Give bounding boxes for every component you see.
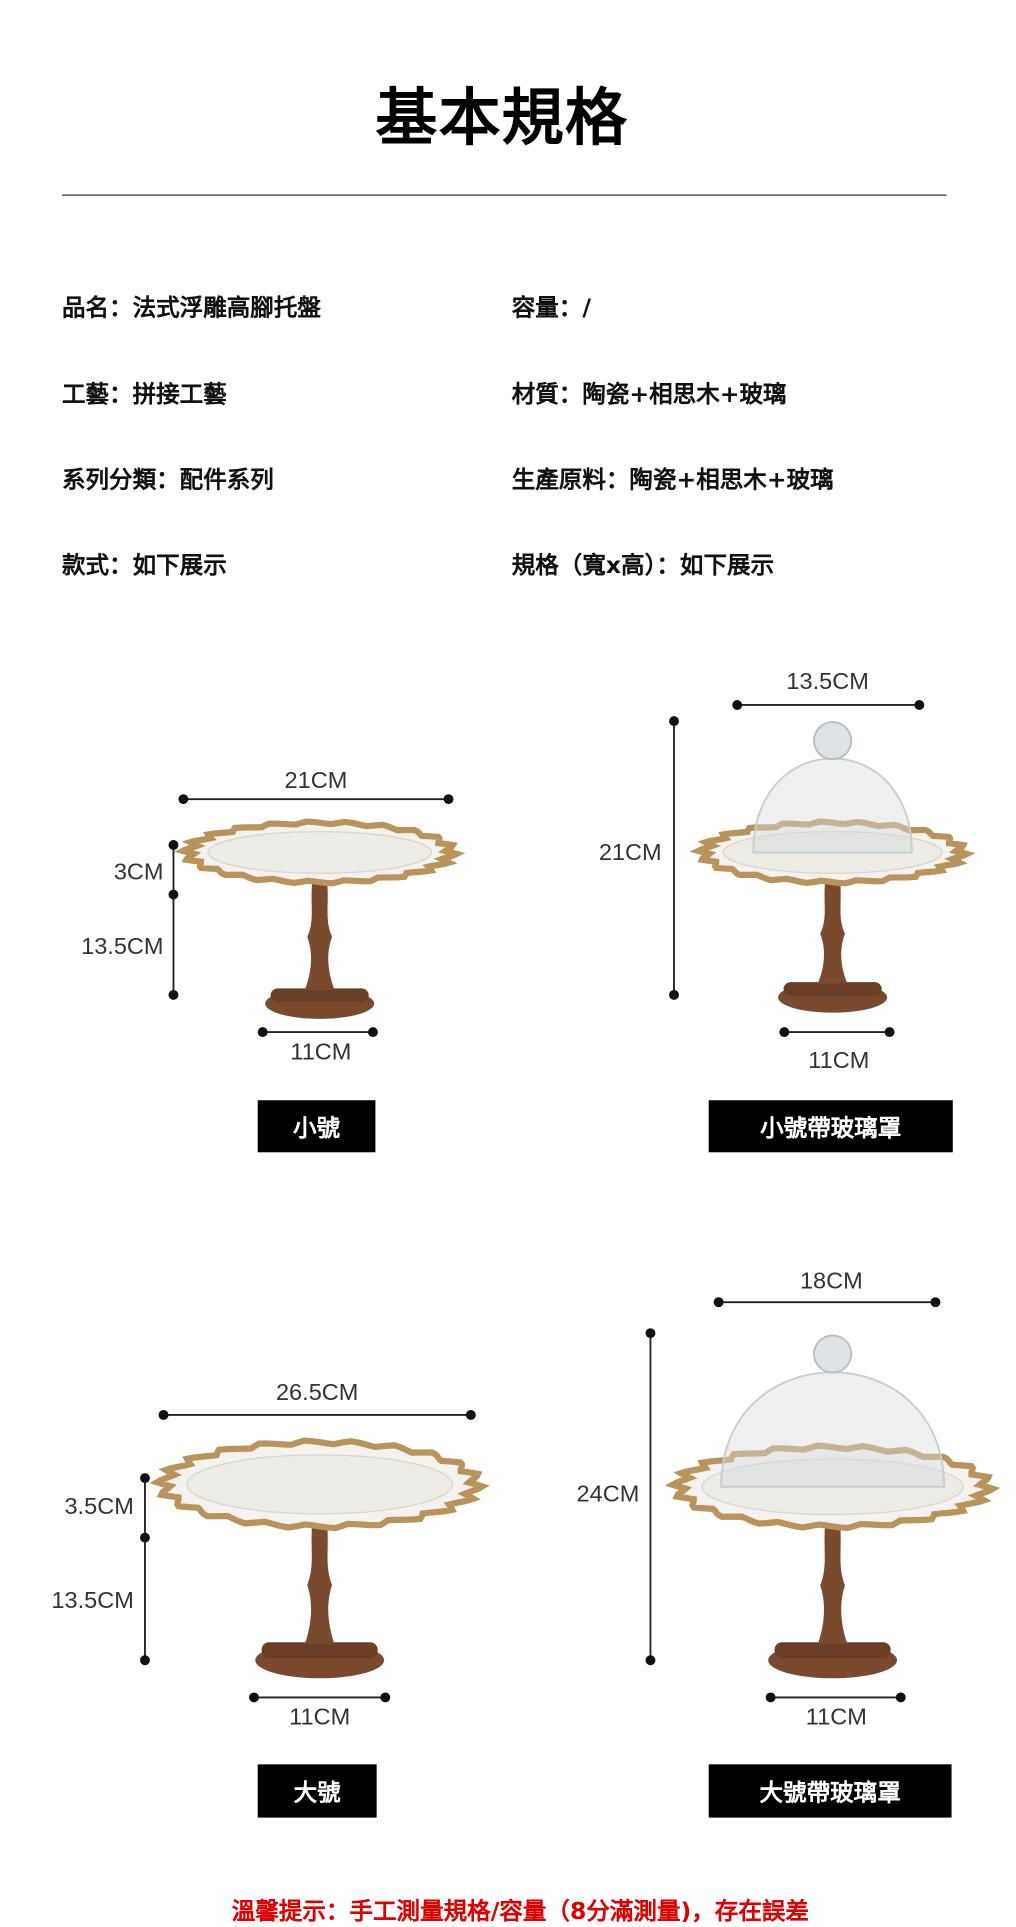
plate-center	[186, 1454, 453, 1515]
dimension-dot	[914, 700, 925, 710]
spec-material: 材質：陶瓷+相思木+玻璃	[511, 380, 787, 409]
dimension-line-vertical	[168, 840, 179, 1000]
dimension-line-horizontal	[713, 1297, 941, 1308]
glass-dome-knob	[813, 1334, 853, 1374]
stem-height-label: 13.5CM	[51, 1588, 134, 1615]
total-height-label: 24CM	[576, 1481, 640, 1508]
dimension-line-horizontal	[779, 1027, 895, 1038]
spec-style: 款式：如下展示	[61, 551, 227, 580]
dimension-line-horizontal	[158, 1409, 476, 1420]
spec-raw-material: 生產原料：陶瓷+相思木+玻璃	[511, 466, 834, 494]
dimension-dot	[669, 716, 679, 727]
dimension-line-horizontal	[249, 1692, 391, 1703]
glass-dome	[720, 1371, 946, 1488]
plate-height-label: 3.5CM	[64, 1494, 134, 1521]
total-height-label: 21CM	[598, 840, 662, 867]
dimension-dot	[168, 889, 179, 900]
plate-height-label: 3CM	[113, 859, 164, 886]
cake-stand	[664, 1334, 1001, 1679]
dimension-dot	[779, 1027, 790, 1038]
dimension-dot	[168, 989, 179, 1000]
dimension-dot	[257, 1027, 268, 1038]
dimension-dot	[380, 1692, 391, 1703]
stand-base-top	[783, 982, 882, 996]
spec-craft: 工藝：拼接工藝	[61, 380, 227, 409]
width-label: 21CM	[284, 768, 348, 795]
stem-height-label: 13.5CM	[81, 934, 164, 961]
cake-stand	[174, 818, 466, 1019]
title-divider	[61, 194, 947, 196]
dimension-dot	[158, 1409, 169, 1420]
dimension-dot	[713, 1297, 724, 1308]
base-label: 11CM	[808, 1048, 870, 1075]
stand-stem	[817, 1510, 848, 1645]
width-label: 18CM	[799, 1268, 863, 1295]
dimension-dot	[249, 1692, 259, 1703]
stand-base-top	[270, 988, 369, 1002]
dimension-line-vertical	[140, 1473, 150, 1666]
dimension-line-horizontal	[765, 1692, 906, 1703]
width-label: 13.5CM	[786, 669, 869, 696]
size-tag-small: 小號	[257, 1100, 376, 1153]
dimension-dot	[465, 1409, 476, 1420]
glass-dome	[752, 757, 913, 854]
stand-stem	[304, 870, 335, 990]
dimension-dot	[895, 1692, 906, 1703]
dimension-dot	[930, 1297, 941, 1308]
dimension-dot	[367, 1027, 378, 1038]
stand-stem	[817, 870, 848, 984]
stand-base-top	[261, 1642, 378, 1659]
dimension-dot	[140, 1655, 150, 1666]
plate-center	[207, 830, 432, 874]
stand-base-top	[774, 1642, 891, 1659]
dimension-line-vertical	[645, 1328, 656, 1666]
size-tag-large: 大號	[257, 1764, 377, 1818]
dimension-dot	[140, 1473, 150, 1484]
size-tag-small-dome: 小號帶玻璃罩	[708, 1100, 953, 1153]
base-label: 11CM	[805, 1704, 867, 1731]
spec-dimensions: 規格（寬x高）：如下展示	[511, 551, 775, 580]
spec-capacity: 容量：/	[511, 294, 591, 322]
dimension-line-horizontal	[257, 1027, 378, 1038]
base-label: 11CM	[290, 1039, 352, 1066]
dimension-dot	[645, 1655, 656, 1666]
width-label: 26.5CM	[275, 1380, 359, 1407]
base-label: 11CM	[289, 1704, 351, 1731]
stand-stem	[304, 1509, 335, 1645]
dimension-dot	[669, 989, 679, 1000]
dimension-line-vertical	[669, 716, 679, 1000]
dimension-dot	[884, 1027, 895, 1038]
dimension-dot	[140, 1532, 150, 1543]
cake-stand	[689, 721, 976, 1013]
measurement-note: 溫馨提示：手工測量規格/容量（8分滿測量)，存在誤差	[231, 1898, 809, 1926]
spec-series: 系列分類：配件系列	[61, 466, 274, 494]
dimension-dot	[168, 840, 179, 850]
dimension-dot	[645, 1328, 656, 1339]
dimension-dot	[443, 794, 454, 805]
cake-stand	[149, 1437, 490, 1679]
page-title: 基本規格	[375, 81, 629, 154]
glass-dome-knob	[813, 721, 853, 761]
dimension-dot	[765, 1692, 776, 1703]
dimension-line-horizontal	[732, 700, 925, 710]
size-tag-large-dome: 大號帶玻璃罩	[708, 1764, 952, 1818]
dimension-dot	[178, 794, 189, 805]
dimension-line-horizontal	[178, 794, 454, 805]
dimension-dot	[732, 700, 743, 710]
spec-product-name: 品名：法式浮雕高腳托盤	[61, 294, 321, 322]
